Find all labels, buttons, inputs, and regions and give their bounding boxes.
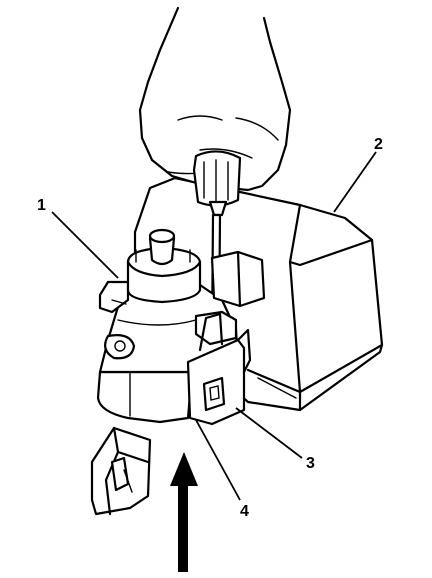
motor-assembly	[96, 228, 266, 424]
callout-4: 4	[240, 503, 249, 520]
retaining-clip	[186, 312, 252, 426]
callout-1: 1	[37, 197, 46, 214]
callout-3: 3	[306, 455, 315, 472]
leader-lines	[51, 151, 377, 501]
loose-clip	[90, 426, 152, 516]
insertion-arrow-icon	[170, 452, 198, 572]
callout-2: 2	[374, 136, 383, 153]
